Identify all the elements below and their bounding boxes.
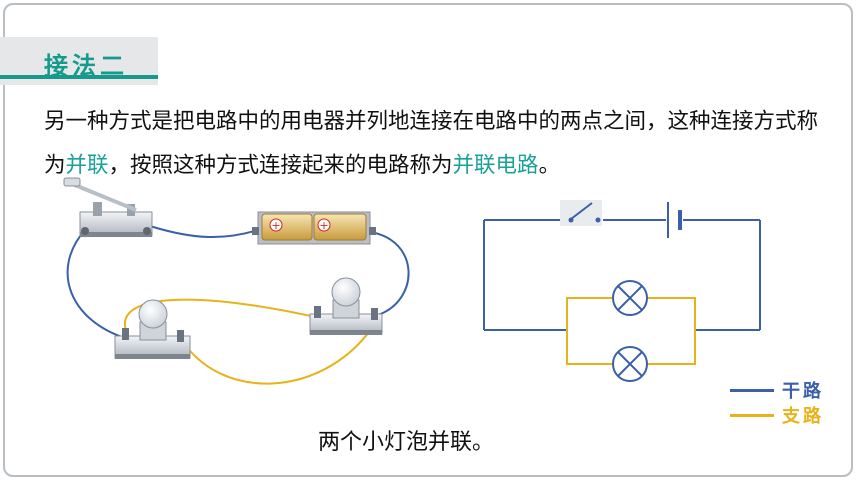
- slide-frame: [3, 3, 853, 477]
- schematic-main-circuit: [483, 219, 761, 331]
- lamp-holder-1: [114, 299, 191, 359]
- legend-main-label: 干路: [782, 381, 824, 402]
- paragraph-text-1: 另一种方式是把电路中的用电器并列地连接在电路中的两点之间，这种连接方式称为: [44, 109, 819, 178]
- legend-branch: 支路: [730, 403, 824, 427]
- definition-paragraph: 另一种方式是把电路中的用电器并列地连接在电路中的两点之间，这种连接方式称为并联，…: [44, 100, 824, 188]
- term-parallel: 并联: [65, 153, 109, 178]
- paragraph-text-2: ，按照这种方式连接起来的电路称为: [108, 153, 453, 178]
- branch-wires: [123, 298, 373, 385]
- battery-pack: + +: [252, 211, 376, 245]
- knife-switch: [63, 177, 153, 237]
- title-underline: [0, 75, 158, 79]
- legend-main-swatch: [730, 388, 774, 392]
- svg-text:+: +: [271, 219, 280, 232]
- section-title: 接法二: [44, 52, 128, 80]
- schematic-switch: [560, 200, 602, 226]
- section-title-box: [0, 37, 158, 85]
- legend-main: 干路: [730, 378, 824, 402]
- legend-branch-label: 支路: [782, 406, 824, 427]
- main-wires: [66, 225, 410, 339]
- figure-caption: 两个小灯泡并联。: [318, 430, 495, 455]
- schematic-battery: [667, 202, 682, 238]
- term-parallel-circuit: 并联电路: [452, 153, 539, 178]
- paragraph-text-3: 。: [538, 153, 561, 178]
- legend-branch-swatch: [730, 413, 774, 417]
- lamp-holder-2: [309, 277, 383, 335]
- svg-text:+: +: [319, 219, 328, 232]
- schematic-lamp-2: [612, 346, 648, 382]
- schematic-lamp-1: [612, 280, 648, 316]
